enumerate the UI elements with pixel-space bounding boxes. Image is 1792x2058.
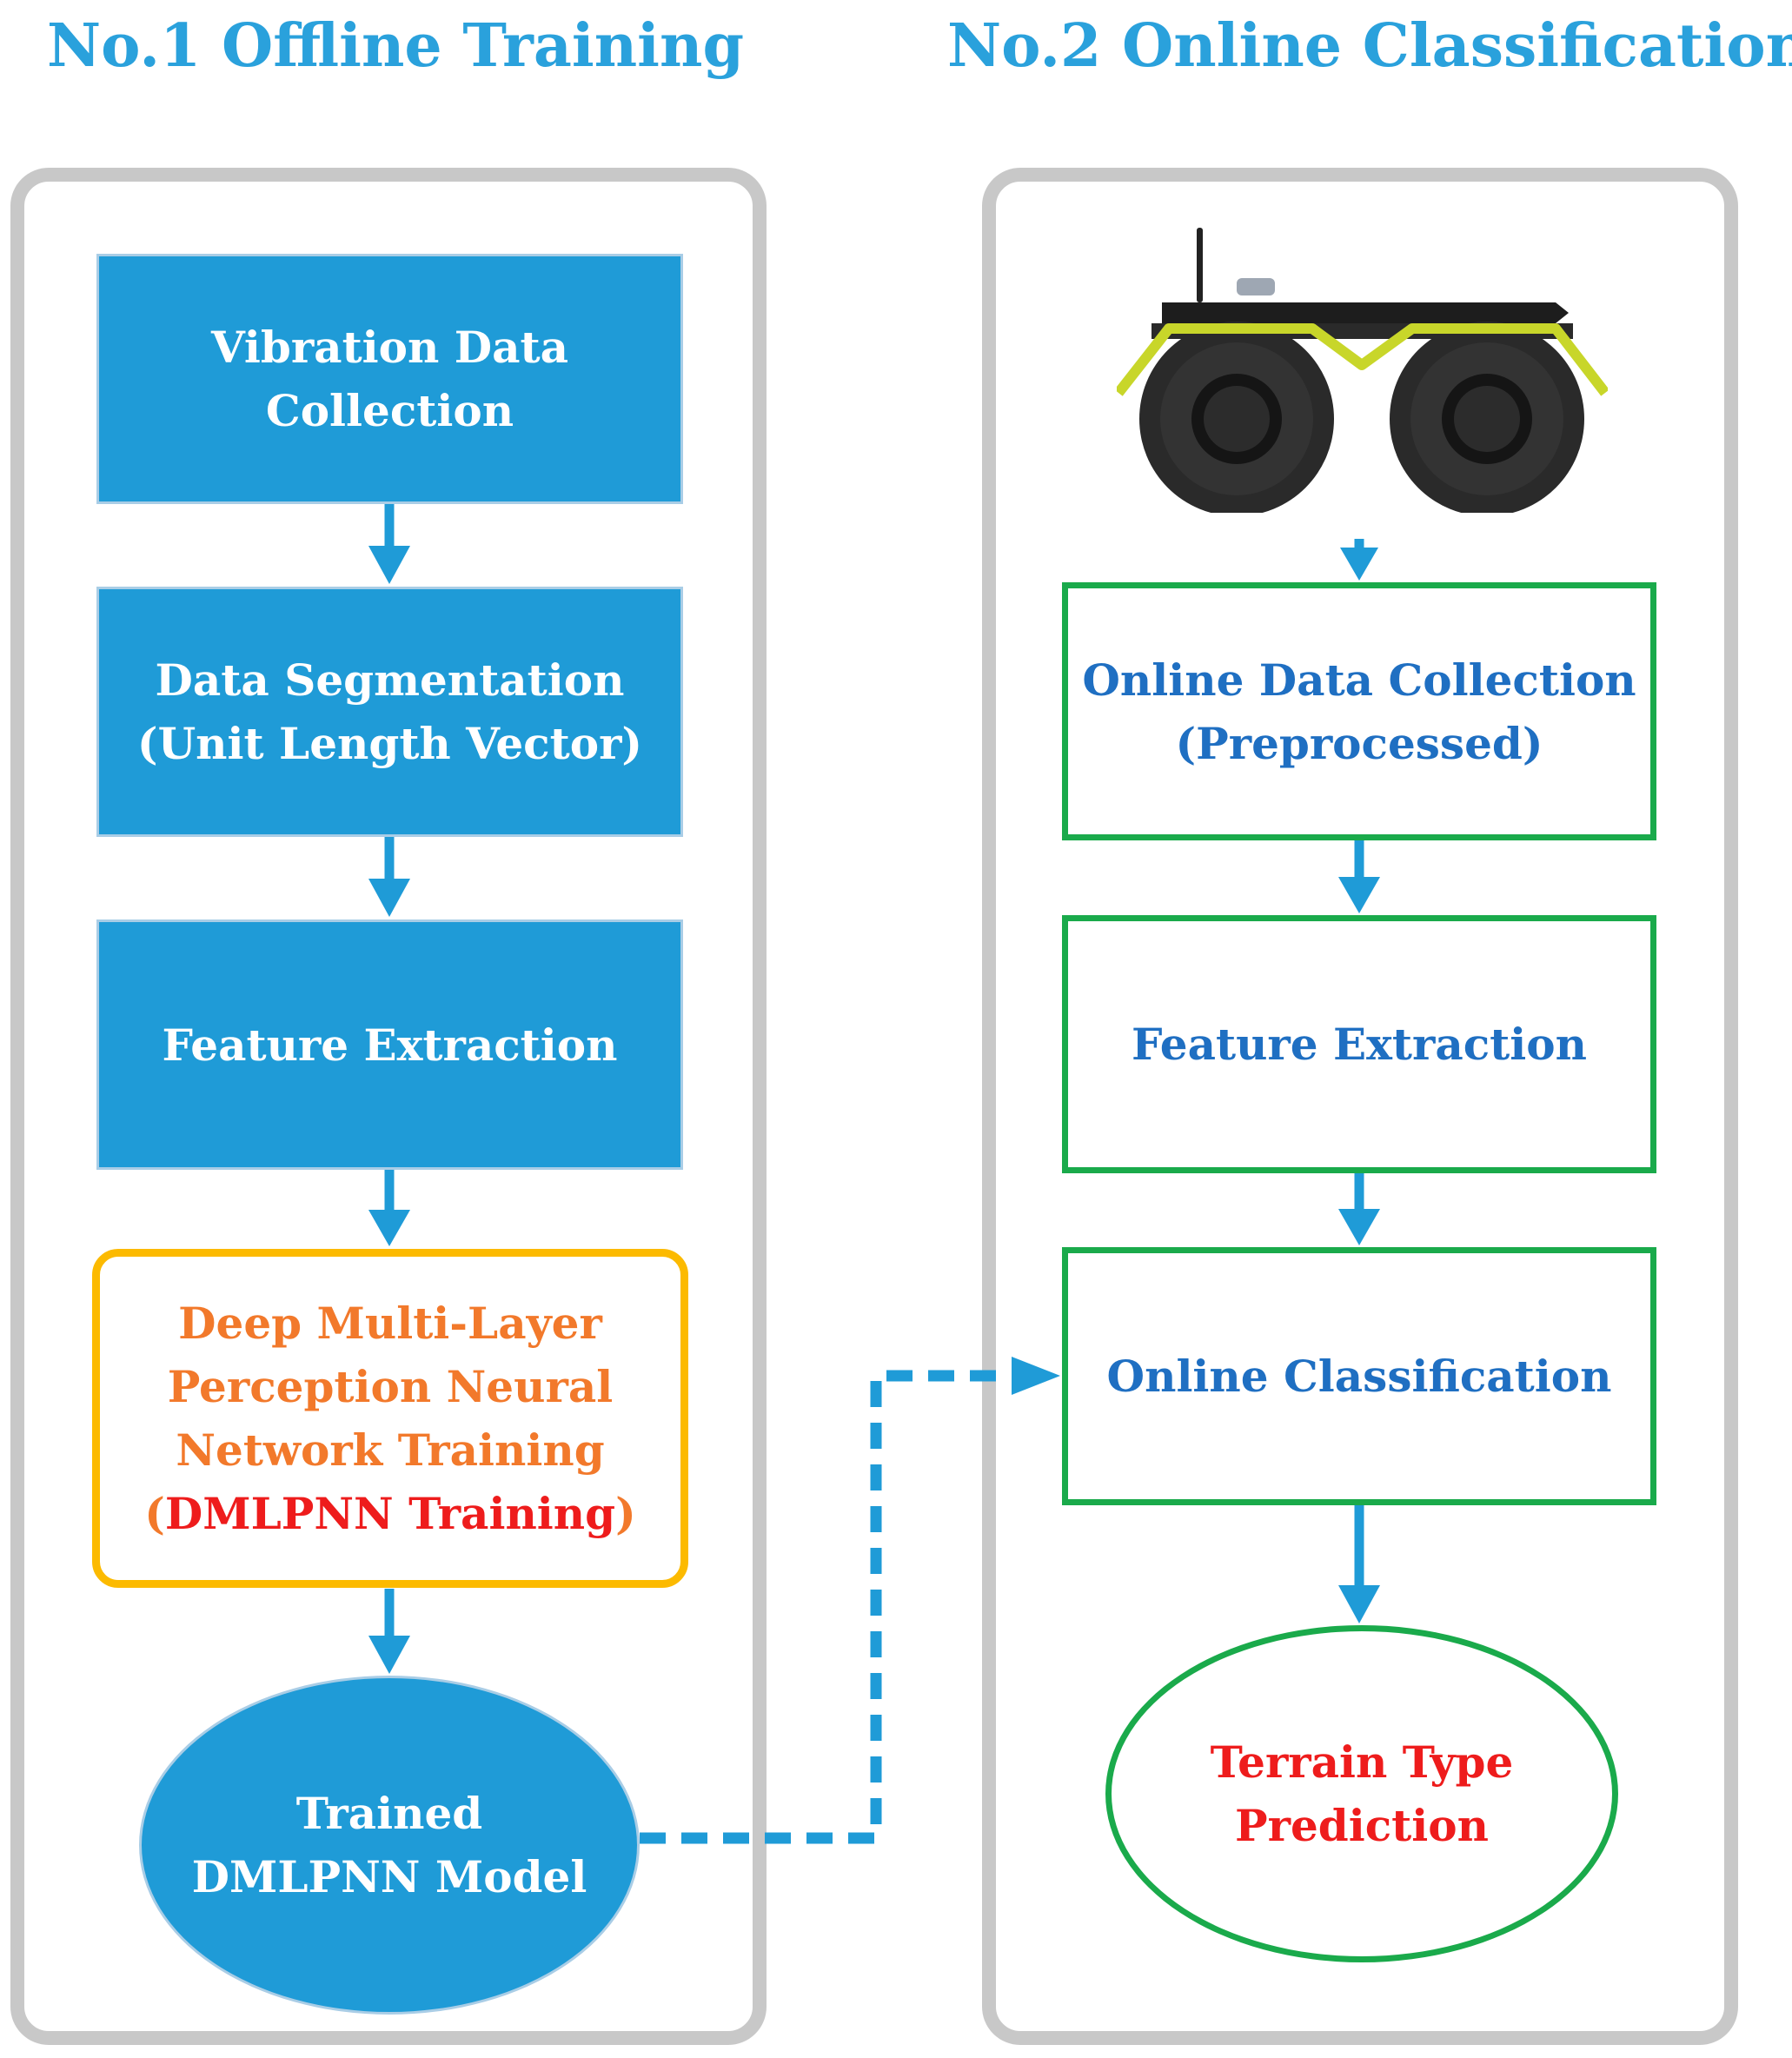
offline-arrow-3 bbox=[368, 1170, 410, 1246]
dmlpnn-training-label: DMLPNN Training bbox=[164, 1488, 616, 1539]
online-arrow-2 bbox=[1338, 840, 1380, 913]
oval-label-line: Prediction bbox=[1235, 1800, 1489, 1851]
offline-arrow-2 bbox=[368, 837, 410, 917]
box-label-line: Online Data Collection bbox=[1082, 654, 1636, 706]
offline-feature-extraction-box: Feature Extraction bbox=[96, 919, 683, 1170]
oval-label-line: Trained bbox=[295, 1788, 483, 1839]
box-label-line: Online Classification bbox=[1106, 1351, 1612, 1402]
online-arrow-1 bbox=[1340, 539, 1378, 581]
model-to-classification-dashed-arrow bbox=[640, 1357, 1060, 1844]
paren-open: ( bbox=[144, 1488, 165, 1539]
offline-arrow-4 bbox=[368, 1589, 410, 1674]
online-arrow-3 bbox=[1338, 1173, 1380, 1245]
box-label-line: Feature Extraction bbox=[1132, 1019, 1587, 1070]
paren-close: ) bbox=[615, 1488, 636, 1539]
online-classification-box: Online Classification bbox=[1062, 1247, 1656, 1505]
data-segmentation-box: Data Segmentation (Unit Length Vector) bbox=[96, 587, 683, 837]
online-data-collection-box: Online Data Collection (Preprocessed) bbox=[1062, 582, 1656, 840]
box-label-line: Collection bbox=[265, 385, 514, 436]
box-label-line: (Unit Length Vector) bbox=[136, 718, 643, 769]
box-label-line: Data Segmentation bbox=[155, 654, 625, 706]
offline-training-heading: No.1 Offline Training bbox=[47, 11, 744, 81]
online-classification-heading: No.2 Online Classification bbox=[947, 11, 1792, 81]
box-label-line: Feature Extraction bbox=[162, 1019, 618, 1071]
vibration-data-collection-box: Vibration Data Collection bbox=[96, 254, 683, 504]
box-label-line: Network Training bbox=[176, 1424, 605, 1476]
box-label-line: Deep Multi-Layer bbox=[178, 1298, 602, 1349]
online-arrow-4 bbox=[1338, 1505, 1380, 1623]
box-label-line: (Preprocessed) bbox=[1175, 717, 1543, 769]
online-feature-extraction-box: Feature Extraction bbox=[1062, 915, 1656, 1173]
oval-label-line: Terrain Type bbox=[1210, 1736, 1514, 1788]
box-label-line: Vibration Data bbox=[210, 322, 569, 373]
terrain-type-prediction-oval: Terrain Type Prediction bbox=[1105, 1625, 1618, 1962]
oval-label-line: DMLPNN Model bbox=[191, 1851, 587, 1902]
wheeled-robot-icon bbox=[1117, 228, 1608, 513]
trained-dmlpnn-model-oval: Trained DMLPNN Model bbox=[139, 1676, 640, 2015]
offline-arrow-1 bbox=[368, 504, 410, 584]
box-label-line: (DMLPNN Training) bbox=[144, 1482, 636, 1545]
box-label-line: Perception Neural bbox=[167, 1361, 614, 1412]
dmlpnn-training-box: Deep Multi-Layer Perception Neural Netwo… bbox=[92, 1249, 688, 1588]
